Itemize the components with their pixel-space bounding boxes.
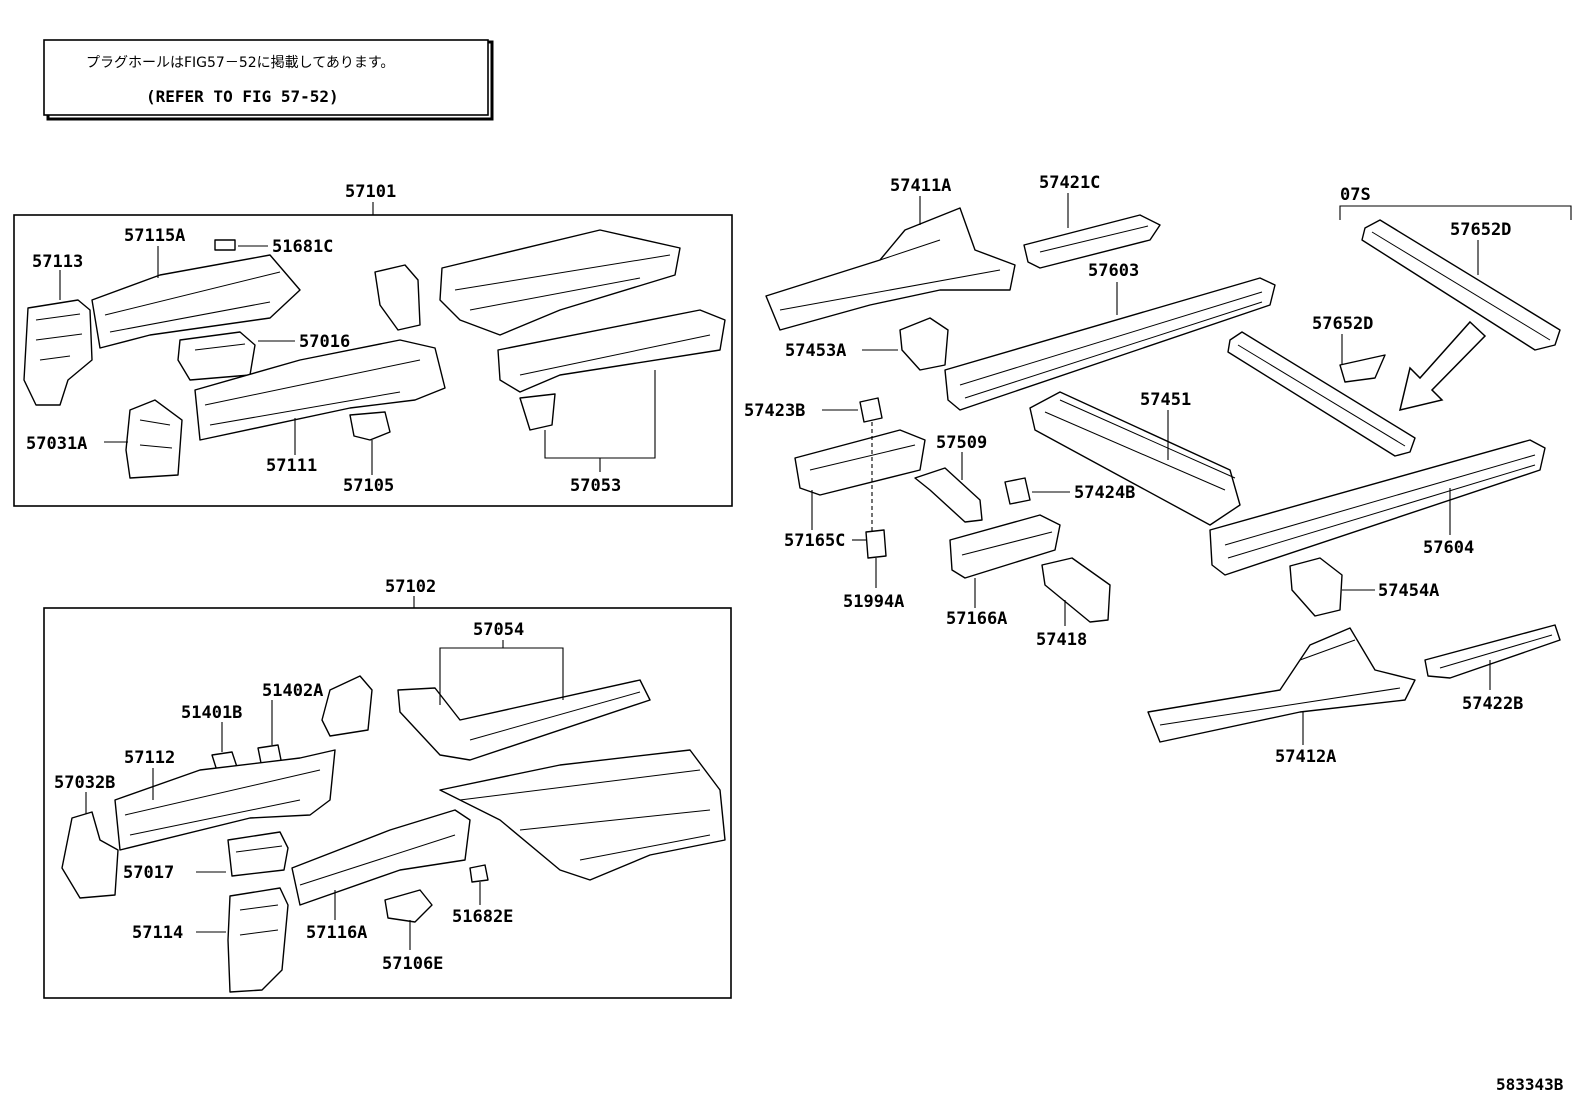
- part-51402A: 51402A: [262, 675, 373, 745]
- note-english: (REFER TO FIG 57-52): [146, 87, 339, 106]
- part-57453A: 57453A: [785, 317, 949, 371]
- part-57113: 57113: [23, 252, 93, 406]
- part-57423B: 57423B: [744, 397, 883, 423]
- part-57115A: 57115A: [91, 226, 301, 349]
- label-57165C: 57165C: [784, 531, 845, 551]
- label-57421C: 57421C: [1039, 173, 1100, 193]
- part-57032B: 57032B: [54, 773, 119, 899]
- label-57603: 57603: [1088, 261, 1139, 281]
- part-57451: 57451: [1029, 390, 1241, 526]
- vehicle-code-label: 07S: [1340, 185, 1371, 205]
- part-57016: 57016: [177, 331, 350, 381]
- label-57411A: 57411A: [890, 176, 951, 196]
- part-57054: 57054: [397, 620, 651, 761]
- label-57053: 57053: [570, 476, 621, 496]
- part-57418: 57418: [1036, 557, 1111, 650]
- label-57113: 57113: [32, 252, 83, 272]
- label-57166A: 57166A: [946, 609, 1007, 629]
- label-57105: 57105: [343, 476, 394, 496]
- part-57017: 57017: [123, 831, 289, 883]
- label-57111: 57111: [266, 456, 317, 476]
- group-label-lower: 57102: [385, 577, 436, 597]
- part-57053: 57053: [497, 309, 726, 496]
- label-57106E: 57106E: [382, 954, 443, 974]
- part-57454A: 57454A: [1289, 557, 1439, 617]
- label-57031A: 57031A: [26, 434, 87, 454]
- label-57422B: 57422B: [1462, 694, 1523, 714]
- figure-id: 583343B: [1496, 1075, 1564, 1094]
- label-57604: 57604: [1423, 538, 1474, 558]
- part-upper-member: [439, 229, 681, 336]
- label-51681C: 51681C: [272, 237, 333, 257]
- group-frame-lower: 57102: [43, 577, 732, 999]
- label-57115A: 57115A: [124, 226, 185, 246]
- part-57031A: 57031A: [26, 399, 183, 479]
- label-57652D-top: 57652D: [1450, 220, 1511, 240]
- label-57454A: 57454A: [1378, 581, 1439, 601]
- part-57411A: 57411A: [765, 176, 1016, 331]
- part-51682E: 51682E: [452, 864, 513, 927]
- direction-arrow: [1398, 320, 1487, 412]
- label-57112: 57112: [124, 748, 175, 768]
- label-51682E: 51682E: [452, 907, 513, 927]
- part-57112: 57112: [114, 748, 336, 851]
- group-label-upper: 57101: [345, 182, 396, 202]
- part-57114: 57114: [132, 887, 289, 993]
- label-57453A: 57453A: [785, 341, 846, 361]
- part-57422B: 57422B: [1424, 624, 1561, 714]
- part-57424B: 57424B: [1004, 477, 1135, 505]
- label-57424B: 57424B: [1074, 483, 1135, 503]
- label-57418: 57418: [1036, 630, 1087, 650]
- part-lower-member: [439, 749, 726, 881]
- label-57032B: 57032B: [54, 773, 115, 793]
- group-frame-upper: 57101: [13, 182, 733, 507]
- label-51402A: 51402A: [262, 681, 323, 701]
- part-57652D-mid: 57652D: [1227, 314, 1416, 457]
- label-57017: 57017: [123, 863, 174, 883]
- label-57412A: 57412A: [1275, 747, 1336, 767]
- label-57652D-mid: 57652D: [1312, 314, 1373, 334]
- part-51681C: 51681C: [214, 237, 333, 257]
- part-bracket-upper: [374, 264, 421, 331]
- part-57165C: 57165C: [784, 422, 926, 551]
- part-57509: 57509: [914, 433, 987, 523]
- part-57421C: 57421C: [1023, 173, 1161, 269]
- part-57116A: 57116A: [291, 809, 471, 943]
- reference-note: プラグホールはFIG57－52に掲載してあります。 (REFER TO FIG …: [43, 39, 494, 121]
- label-51994A: 51994A: [843, 592, 904, 612]
- part-51994A: 51994A: [843, 529, 904, 612]
- label-57114: 57114: [132, 923, 183, 943]
- part-57106E: 57106E: [382, 889, 443, 974]
- part-57603: 57603: [944, 261, 1276, 411]
- part-57652D-top: 57652D: [1361, 219, 1561, 351]
- label-57423B: 57423B: [744, 401, 805, 421]
- part-57166A: 57166A: [946, 514, 1061, 629]
- part-51401B: 51401B: [181, 703, 283, 775]
- part-57111: 57111: [194, 339, 446, 476]
- label-57451: 57451: [1140, 390, 1191, 410]
- label-57016: 57016: [299, 332, 350, 352]
- note-japanese: プラグホールはFIG57－52に掲載してあります。: [86, 55, 394, 71]
- label-57054: 57054: [473, 620, 524, 640]
- label-57509: 57509: [936, 433, 987, 453]
- label-51401B: 51401B: [181, 703, 242, 723]
- part-57412A: 57412A: [1147, 627, 1416, 767]
- vehicle-code-bracket: 07S: [1339, 185, 1572, 220]
- label-57116A: 57116A: [306, 923, 367, 943]
- part-57604: 57604: [1209, 439, 1546, 576]
- part-57105: 57105: [343, 411, 394, 496]
